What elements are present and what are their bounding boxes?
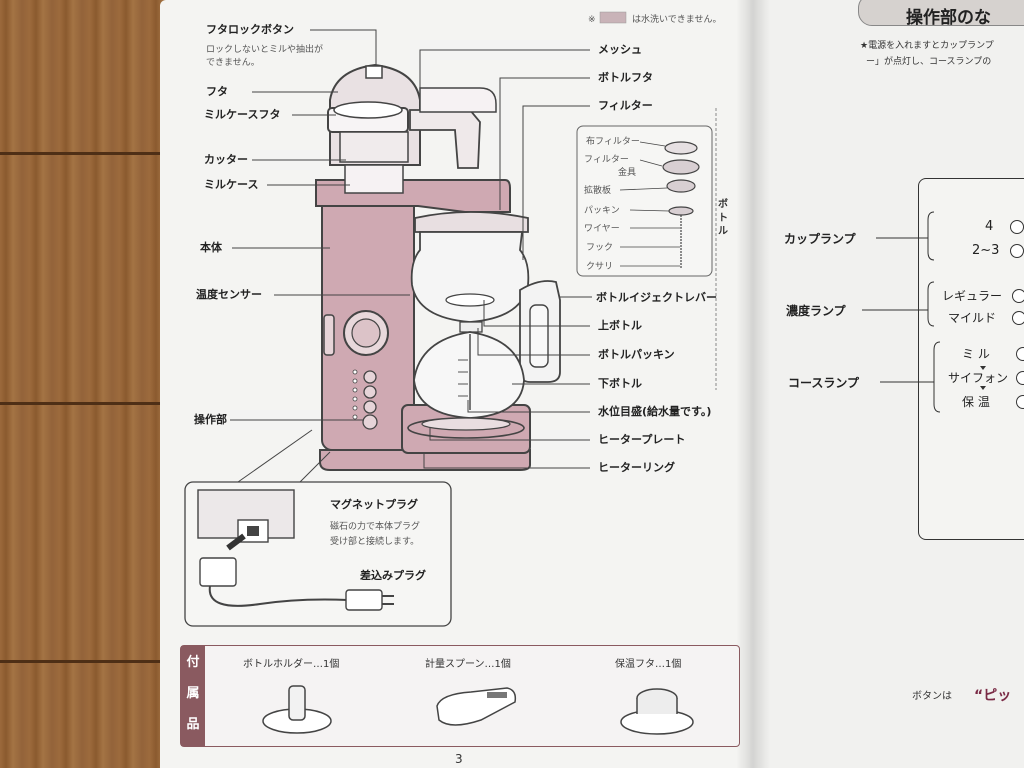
strength-lamp-label: 濃度ランプ: [786, 304, 846, 318]
label-bottle-packing: ボトルパッキン: [598, 348, 675, 361]
part-chain: クサリ: [586, 262, 614, 272]
lamp-panel: [918, 178, 1024, 540]
page-number: 3: [455, 752, 463, 766]
right-page-title: 操作部のな: [906, 8, 991, 28]
accessories-side-char: 属: [186, 686, 200, 701]
strength-lamp-regular: [1012, 289, 1024, 303]
cup-option-4: 4: [985, 219, 994, 234]
button-beep-quote: “ピッ: [974, 688, 1012, 704]
label-heater-ring: ヒーターリング: [598, 461, 675, 474]
wooden-table: [0, 0, 172, 768]
lid-lock-note-line1: ロックしないとミルや抽出が: [206, 45, 324, 55]
label-bottle-lid: ボトルフタ: [598, 71, 653, 84]
right-title-box: [858, 0, 1024, 26]
course-lamp-mill: [1016, 347, 1024, 361]
page-gutter: [736, 0, 770, 768]
strength-lamp-mild: [1012, 311, 1024, 325]
course-option-mill: ミ ル: [962, 347, 990, 361]
label-lid: フタ: [206, 85, 228, 98]
accessories-drawings: [262, 685, 694, 735]
strength-option-regular: レギュラー: [942, 289, 1003, 303]
lid-lock-note-line2: できません。: [206, 58, 260, 68]
accessory-bottle-holder: ボトルホルダー…1個: [243, 659, 340, 670]
accessories-side-char: 品: [186, 717, 200, 732]
cup-lamp-label: カップランプ: [784, 232, 856, 246]
part-hook: フック: [586, 243, 614, 253]
label-heater-plate: ヒータープレート: [598, 433, 686, 446]
label-bottle-eject-lever: ボトルイジェクトレバー: [596, 291, 717, 304]
cup-lamp-2-3: [1010, 244, 1024, 258]
accessory-measuring-spoon: 計量スプーン…1個: [425, 659, 511, 670]
label-mill-case: ミルケース: [204, 178, 259, 191]
label-control-unit: 操作部: [194, 413, 227, 426]
label-cutter: カッター: [204, 153, 248, 166]
part-filter-fitting-line2: 金具: [618, 168, 637, 178]
washing-note: は水洗いできません。: [632, 15, 722, 25]
label-mill-case-lid: ミルケースフタ: [204, 108, 281, 121]
course-option-siphon: サイフォン: [948, 371, 1009, 385]
course-lamp-siphon: [1016, 371, 1024, 385]
part-wire: ワイヤー: [584, 224, 620, 234]
insert-plug-label: 差込みプラグ: [360, 569, 426, 582]
label-lower-bottle: 下ボトル: [598, 377, 642, 390]
right-note-line2: ー」が点灯し、コースランプの: [866, 57, 992, 67]
label-mesh: メッシュ: [598, 43, 642, 56]
magnet-plug-title: マグネットプラグ: [330, 498, 418, 511]
part-diffuser: 拡散板: [584, 186, 612, 196]
bottle-parts-side-label: ボトル: [718, 199, 728, 237]
wood-seam: [0, 152, 172, 155]
part-filter-fitting-line1: フィルター: [584, 155, 629, 165]
wood-seam: [0, 660, 172, 663]
cup-option-2-3: 2~3: [972, 243, 1000, 258]
washing-note-mark: ※: [588, 15, 596, 25]
label-filter: フィルター: [598, 99, 653, 112]
accessory-warming-lid: 保温フタ…1個: [615, 659, 682, 670]
right-note-line1: ★電源を入れますとカップランプ: [860, 41, 994, 51]
magnet-plug-desc-line1: 磁石の力で本体プラグ: [330, 522, 421, 532]
label-water-level-scale: 水位目盛(給水量です。): [598, 405, 712, 418]
label-body: 本体: [200, 241, 222, 254]
accessories-side-label: 付 属 品: [181, 646, 205, 746]
magnet-plug-desc-line2: 受け部と接続します。: [330, 537, 420, 547]
accessories-box: 付 属 品 ボトルホルダー…1個 計量スプーン…1個 保温フタ…1個: [180, 645, 740, 747]
accessories-side-char: 付: [186, 655, 200, 670]
wood-seam: [0, 402, 172, 405]
label-lid-lock-button: フタロックボタン: [206, 23, 294, 36]
button-note: ボタンは: [912, 691, 952, 702]
course-lamp-label: コースランプ: [788, 376, 860, 390]
cup-lamp-4: [1010, 220, 1024, 234]
course-lamp-keep-warm: [1016, 395, 1024, 409]
strength-option-mild: マイルド: [948, 311, 997, 325]
part-packing: パッキン: [584, 206, 620, 216]
course-option-keep-warm: 保 温: [962, 395, 990, 409]
label-upper-bottle: 上ボトル: [598, 319, 642, 332]
label-temp-sensor: 温度センサー: [196, 288, 262, 301]
part-cloth-filter: 布フィルター: [586, 137, 640, 147]
